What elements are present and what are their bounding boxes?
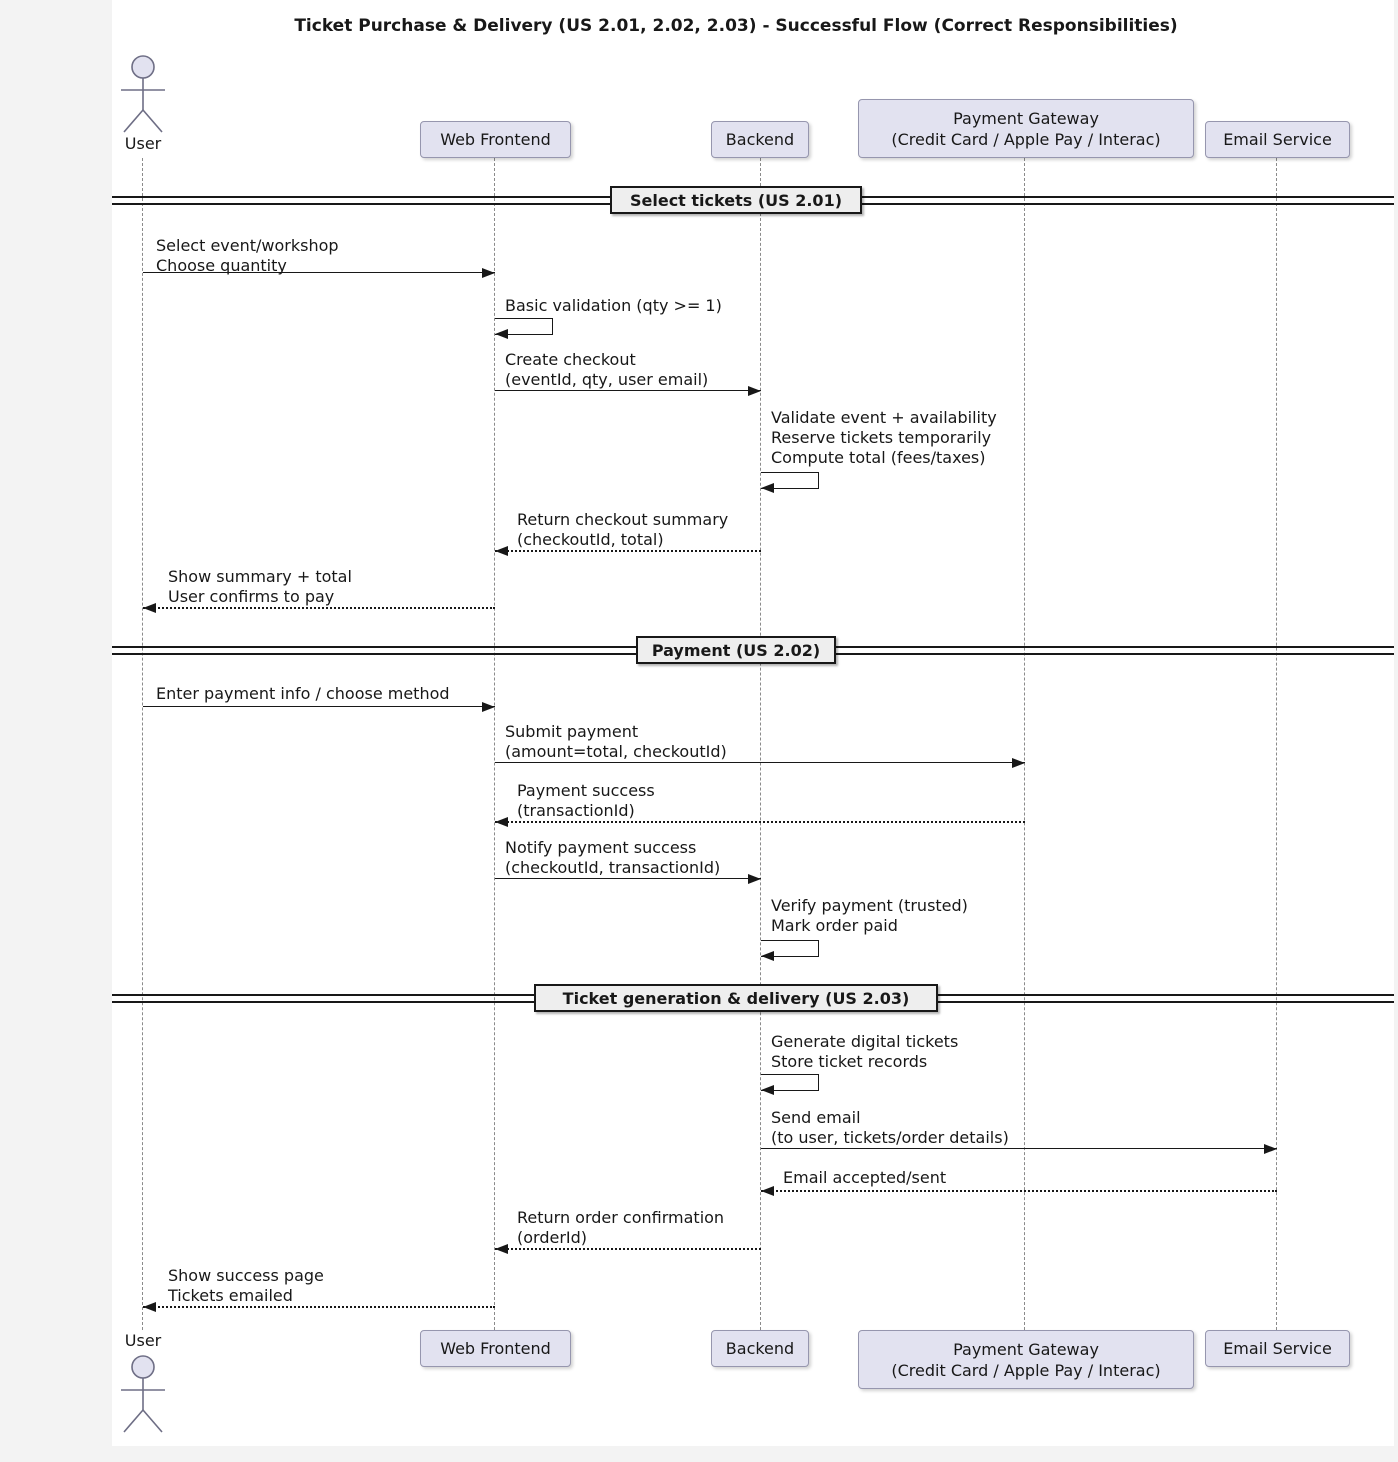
message-label: Validate event + availability xyxy=(771,408,997,427)
arrowhead-right-icon xyxy=(1264,1144,1277,1154)
message-label: Submit payment xyxy=(505,722,639,741)
participant-sublabel: (Credit Card / Apple Pay / Interac) xyxy=(891,129,1161,149)
self-message-loop xyxy=(761,940,819,957)
message-label: Tickets emailed xyxy=(168,1286,293,1305)
message-label: Payment success xyxy=(517,781,655,800)
return-arrow-line xyxy=(143,1306,495,1308)
message-label: User confirms to pay xyxy=(168,587,335,606)
divider-ticket-generation: Ticket generation & delivery (US 2.03) xyxy=(534,984,938,1012)
participant-email-service-top: Email Service xyxy=(1205,121,1350,158)
return-arrow-line xyxy=(761,1190,1277,1192)
message-label: Compute total (fees/taxes) xyxy=(771,448,986,467)
return-arrow-line xyxy=(495,1248,761,1250)
participant-email-service-bottom: Email Service xyxy=(1205,1330,1350,1367)
message-label: Reserve tickets temporarily xyxy=(771,428,992,447)
message-label: Enter payment info / choose method xyxy=(156,684,450,703)
message-label: Create checkout xyxy=(505,350,636,369)
message-arrow-line xyxy=(495,762,1025,763)
message-label: (to user, tickets/order details) xyxy=(771,1128,1009,1147)
self-message-loop xyxy=(761,1074,819,1091)
participant-backend-bottom: Backend xyxy=(711,1330,809,1367)
divider-label: Select tickets (US 2.01) xyxy=(629,190,843,210)
message-label: Return checkout summary xyxy=(517,510,729,529)
message-label: (checkoutId, total) xyxy=(517,530,664,549)
return-arrow-line xyxy=(143,607,495,609)
participant-user-top: User xyxy=(124,134,162,153)
participant-web-frontend-bottom: Web Frontend xyxy=(420,1330,571,1367)
divider-label: Ticket generation & delivery (US 2.03) xyxy=(562,988,910,1008)
arrowhead-left-icon xyxy=(761,483,774,493)
arrowhead-right-icon xyxy=(482,702,495,712)
message-arrow-line xyxy=(143,706,495,707)
user-actor-icon xyxy=(121,1355,165,1433)
message-label: Generate digital tickets xyxy=(771,1032,959,1051)
participant-label: Email Service xyxy=(1223,130,1332,149)
message-label: Store ticket records xyxy=(771,1052,928,1071)
arrowhead-left-icon xyxy=(143,1302,156,1312)
participant-user-bottom: User xyxy=(124,1331,162,1350)
diagram-title: Ticket Purchase & Delivery (US 2.01, 2.0… xyxy=(294,16,1178,36)
message-label: Email accepted/sent xyxy=(783,1168,947,1187)
message-arrow-line xyxy=(495,390,761,391)
return-arrow-line xyxy=(495,821,1025,823)
message-label: Choose quantity xyxy=(156,256,287,275)
message-label: Mark order paid xyxy=(771,916,898,935)
message-label: Notify payment success xyxy=(505,838,697,857)
divider-select-tickets: Select tickets (US 2.01) xyxy=(610,186,862,214)
arrowhead-left-icon xyxy=(761,1186,774,1196)
participant-label: Web Frontend xyxy=(440,1339,551,1358)
arrowhead-right-icon xyxy=(1012,758,1025,768)
arrowhead-left-icon xyxy=(495,546,508,556)
divider-payment: Payment (US 2.02) xyxy=(636,636,836,664)
participant-backend-top: Backend xyxy=(711,121,809,158)
lifeline-web-frontend xyxy=(494,158,495,1330)
message-label: Basic validation (qty >= 1) xyxy=(505,296,722,315)
message-label: (amount=total, checkoutId) xyxy=(505,742,727,761)
participant-payment-gateway-top: Payment Gateway (Credit Card / Apple Pay… xyxy=(858,99,1194,158)
arrowhead-left-icon xyxy=(143,603,156,613)
diagram-paper xyxy=(112,0,1394,1446)
participant-label: Email Service xyxy=(1223,1339,1332,1358)
arrowhead-left-icon xyxy=(761,1085,774,1095)
arrowhead-right-icon xyxy=(748,386,761,396)
message-label: Show success page xyxy=(168,1266,324,1285)
return-arrow-line xyxy=(495,550,761,552)
lifeline-email-service xyxy=(1276,158,1277,1330)
message-arrow-line xyxy=(495,878,761,879)
participant-label: Backend xyxy=(725,1339,795,1358)
message-label: Select event/workshop xyxy=(156,236,339,255)
arrowhead-left-icon xyxy=(495,817,508,827)
lifeline-user xyxy=(142,158,143,1330)
participant-label: Payment Gateway xyxy=(953,108,1099,128)
self-message-loop xyxy=(761,472,819,489)
arrowhead-left-icon xyxy=(761,951,774,961)
message-label: (transactionId) xyxy=(517,801,635,820)
message-label: Return order confirmation xyxy=(517,1208,725,1227)
participant-payment-gateway-bottom: Payment Gateway (Credit Card / Apple Pay… xyxy=(858,1330,1194,1389)
message-label: Send email xyxy=(771,1108,861,1127)
participant-label: Payment Gateway xyxy=(953,1339,1099,1359)
divider-label: Payment (US 2.02) xyxy=(651,640,821,660)
user-actor-icon xyxy=(121,55,165,133)
participant-web-frontend-top: Web Frontend xyxy=(420,121,571,158)
message-label: (orderId) xyxy=(517,1228,588,1247)
lifeline-backend xyxy=(760,158,761,1330)
participant-label: Web Frontend xyxy=(440,130,551,149)
message-label: (eventId, qty, user email) xyxy=(505,370,709,389)
message-arrow-line xyxy=(143,272,495,273)
message-label: Show summary + total xyxy=(168,567,352,586)
arrowhead-left-icon xyxy=(495,329,508,339)
message-arrow-line xyxy=(761,1148,1277,1149)
participant-sublabel: (Credit Card / Apple Pay / Interac) xyxy=(891,1360,1161,1380)
lifeline-payment-gateway xyxy=(1024,158,1025,1330)
message-label: (checkoutId, transactionId) xyxy=(505,858,721,877)
message-label: Verify payment (trusted) xyxy=(771,896,968,915)
participant-label: Backend xyxy=(725,130,795,149)
arrowhead-right-icon xyxy=(748,874,761,884)
self-message-loop xyxy=(495,318,553,335)
arrowhead-right-icon xyxy=(482,268,495,278)
arrowhead-left-icon xyxy=(495,1244,508,1254)
